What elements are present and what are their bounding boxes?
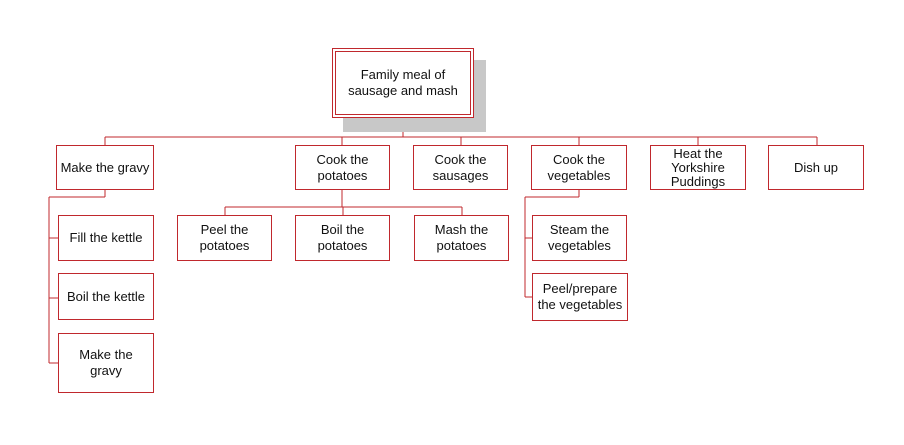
node-steam-the-vegetables: Steam the vegetables bbox=[532, 215, 627, 261]
node-label: Boil the kettle bbox=[66, 288, 146, 304]
node-fill-the-kettle: Fill the kettle bbox=[58, 215, 154, 261]
node-mash-the-potatoes: Mash the potatoes bbox=[414, 215, 509, 261]
node-peel-prepare-the-vegetables: Peel/prepare the vegetables bbox=[532, 273, 628, 321]
node-label: Cook the vegetables bbox=[547, 151, 611, 183]
node-boil-the-potatoes: Boil the potatoes bbox=[295, 215, 390, 261]
root-label: Family meal of sausage and mash bbox=[348, 67, 458, 98]
node-label: Mash the potatoes bbox=[434, 222, 489, 253]
node-peel-the-potatoes: Peel the potatoes bbox=[177, 215, 272, 261]
node-cook-the-sausages: Cook the sausages bbox=[413, 145, 508, 190]
node-label: Make the gravy bbox=[79, 347, 133, 378]
node-heat-the-yorkshire-puddings: Heat the Yorkshire Puddings bbox=[650, 145, 746, 190]
node-label: Fill the kettle bbox=[69, 230, 143, 245]
root-node: Family meal of sausage and mash bbox=[332, 48, 474, 118]
node-make-the-gravy: Make the gravy bbox=[56, 145, 154, 190]
node-label: Make the gravy bbox=[60, 159, 150, 175]
node-label: Heat the Yorkshire Puddings bbox=[670, 145, 726, 189]
node-label: Dish up bbox=[793, 159, 839, 175]
node-label: Boil the potatoes bbox=[317, 222, 368, 253]
node-label: Peel the potatoes bbox=[199, 222, 250, 253]
node-make-the-gravy-step: Make the gravy bbox=[58, 333, 154, 393]
node-label: Steam the vegetables bbox=[548, 222, 611, 253]
node-label: Cook the sausages bbox=[432, 151, 489, 183]
node-dish-up: Dish up bbox=[768, 145, 864, 190]
node-label: Cook the potatoes bbox=[316, 151, 369, 183]
node-label: Peel/prepare the vegetables bbox=[537, 281, 623, 312]
node-cook-the-vegetables: Cook the vegetables bbox=[531, 145, 627, 190]
node-boil-the-kettle: Boil the kettle bbox=[58, 273, 154, 320]
node-cook-the-potatoes: Cook the potatoes bbox=[295, 145, 390, 190]
